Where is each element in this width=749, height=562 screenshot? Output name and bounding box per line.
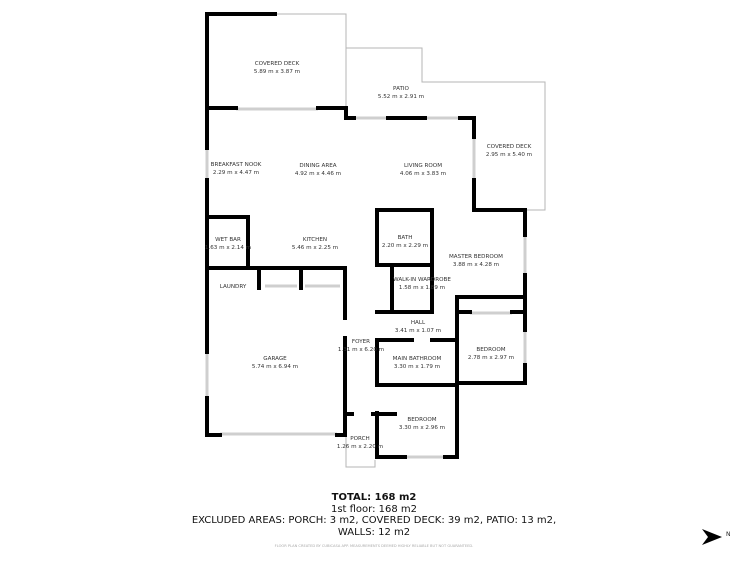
room-size: 5.74 m x 6.94 m <box>251 364 299 370</box>
north-arrow-icon: N <box>700 527 740 555</box>
room-label-covered-deck-east: COVERED DECK 2.95 m x 5.40 m <box>486 143 532 159</box>
room-size: 3.41 m x 1.07 m <box>394 328 442 334</box>
walls-area: WALLS: 12 m2 <box>337 526 411 538</box>
room-name: BEDROOM <box>476 347 506 353</box>
room-name: KITCHEN <box>302 237 328 243</box>
north-label: N <box>726 531 731 538</box>
room-label-laundry: LAUNDRY <box>220 283 247 291</box>
room-size: 1.31 m x 6.20 m <box>337 347 385 353</box>
room-label-bedroom-2: BEDROOM 2.78 m x 2.97 m <box>468 346 514 362</box>
room-name: LAUNDRY <box>219 284 247 290</box>
room-name: LIVING ROOM <box>403 163 443 169</box>
room-label-main-bathroom: MAIN BATHROOM 3.30 m x 1.79 m <box>393 355 442 371</box>
room-name: FOYER <box>351 339 371 345</box>
room-label-walk-in-wardrobe: WALK-IN WARDROBE 1.58 m x 1.89 m <box>393 276 451 292</box>
room-label-dining-area: DINING AREA 4.92 m x 4.46 m <box>295 162 341 178</box>
room-name: WET BAR <box>215 237 241 243</box>
excluded-areas: EXCLUDED AREAS: PORCH: 3 m2, COVERED DEC… <box>191 515 557 526</box>
walls <box>205 12 527 459</box>
room-label-porch: PORCH 1.26 m x 2.20 m <box>337 435 383 451</box>
room-name: COVERED DECK <box>254 61 300 67</box>
room-size: 1.58 m x 1.89 m <box>398 285 446 291</box>
disclaimer: FLOOR PLAN CREATED BY CUBICASA APP. MEAS… <box>274 544 474 548</box>
room-name: PATIO <box>393 86 409 92</box>
room-label-foyer: FOYER 1.31 m x 6.20 m <box>338 338 384 354</box>
room-name: MASTER BEDROOM <box>448 254 504 260</box>
room-name: MAIN BATHROOM <box>392 356 442 362</box>
exterior-outlines <box>275 13 546 468</box>
room-label-covered-deck-west: COVERED DECK 5.89 m x 3.87 m <box>254 60 300 76</box>
floor-area: 1st floor: 168 m2 <box>330 503 418 515</box>
room-label-hall: HALL 3.41 m x 1.07 m <box>395 319 441 335</box>
room-size: 4.92 m x 4.46 m <box>294 171 342 177</box>
area-summary: TOTAL: 168 m2 1st floor: 168 m2 EXCLUDED… <box>192 492 556 538</box>
room-name: BEDROOM <box>407 417 437 423</box>
total-area: TOTAL: 168 m2 <box>331 492 417 503</box>
north-arrow-shape <box>702 529 722 545</box>
room-label-master-bedroom: MASTER BEDROOM 3.88 m x 4.28 m <box>449 253 503 269</box>
room-name: HALL <box>410 320 426 326</box>
room-size: 5.89 m x 3.87 m <box>253 69 301 75</box>
room-name: PORCH <box>350 436 370 442</box>
room-size: 2.29 m x 4.47 m <box>212 170 260 176</box>
room-name: GARAGE <box>263 356 287 362</box>
room-size: 5.46 m x 2.25 m <box>291 245 339 251</box>
room-size: 2.78 m x 2.97 m <box>467 355 515 361</box>
room-label-breakfast-nook: BREAKFAST NOOK 2.29 m x 4.47 m <box>211 161 262 177</box>
room-size: 2.20 m x 2.29 m <box>381 243 429 249</box>
room-size: 1.26 m x 2.20 m <box>336 444 384 450</box>
room-name: BATH <box>397 235 413 241</box>
room-label-bedroom-3: BEDROOM 3.30 m x 2.96 m <box>399 416 445 432</box>
room-label-patio: PATIO 5.52 m x 2.91 m <box>378 85 424 101</box>
room-label-kitchen: KITCHEN 5.46 m x 2.25 m <box>292 236 338 252</box>
room-label-bath: BATH 2.20 m x 2.29 m <box>382 234 428 250</box>
room-label-wet-bar: WET BAR 1.63 m x 2.14 m <box>205 236 251 252</box>
room-label-garage: GARAGE 5.74 m x 6.94 m <box>252 355 298 371</box>
room-size: 3.30 m x 1.79 m <box>393 364 441 370</box>
room-size: 5.52 m x 2.91 m <box>377 94 425 100</box>
room-size: 3.30 m x 2.96 m <box>398 425 446 431</box>
room-size: 3.88 m x 4.28 m <box>452 262 500 268</box>
windows <box>205 107 527 459</box>
room-name: BREAKFAST NOOK <box>210 162 262 168</box>
room-size: 2.95 m x 5.40 m <box>485 152 533 158</box>
room-name: DINING AREA <box>299 163 337 169</box>
room-size: 4.06 m x 3.83 m <box>399 171 447 177</box>
room-size: 1.63 m x 2.14 m <box>204 245 252 251</box>
room-name: COVERED DECK <box>486 144 532 150</box>
room-name: WALK-IN WARDROBE <box>393 277 451 283</box>
room-label-living-room: LIVING ROOM 4.06 m x 3.83 m <box>400 162 446 178</box>
